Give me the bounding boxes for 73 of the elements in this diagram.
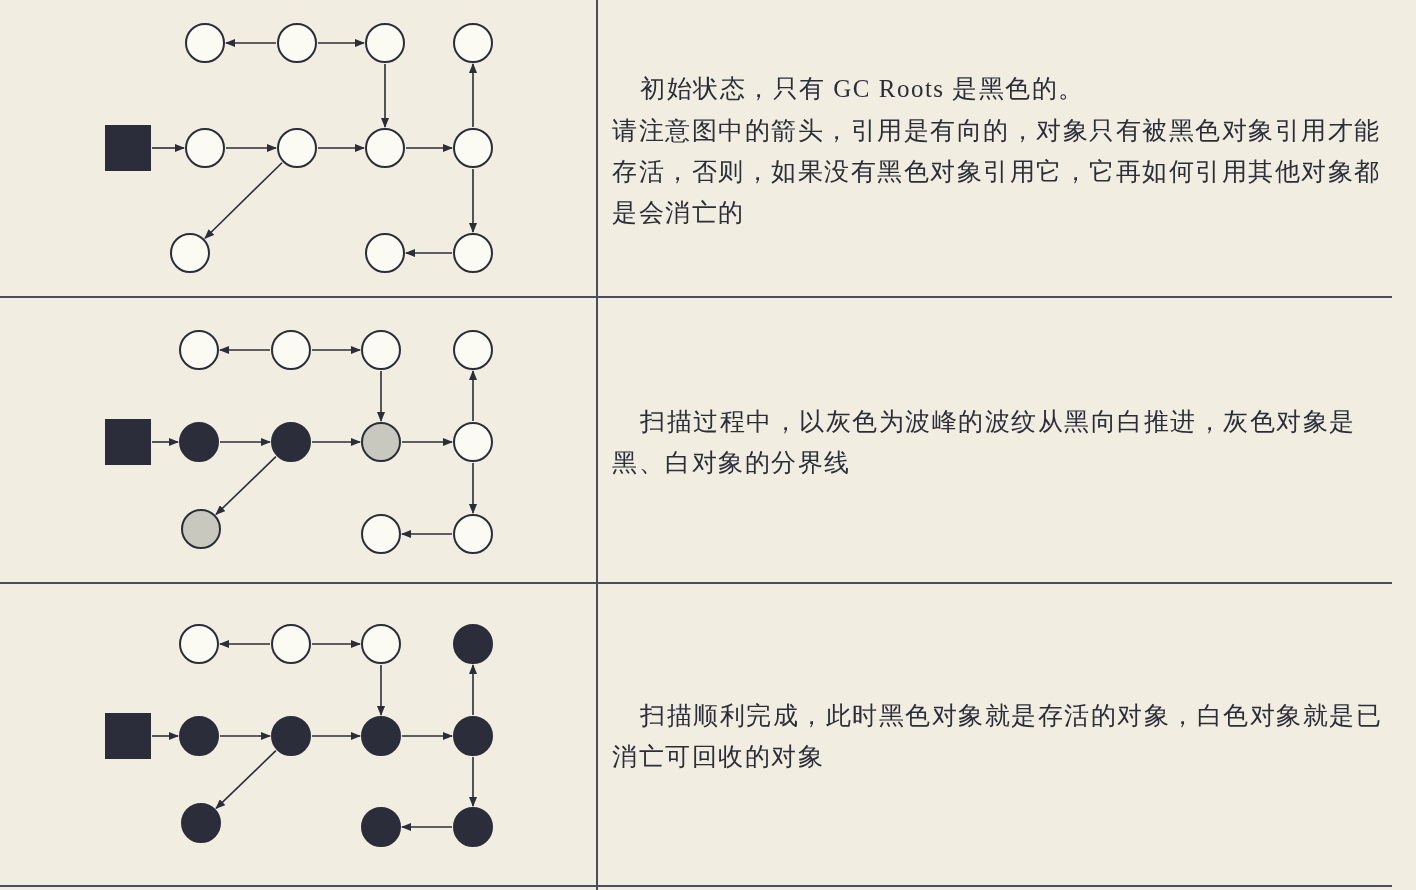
object-circle (453, 23, 493, 63)
object-circle (361, 624, 401, 664)
object-circle (170, 233, 210, 273)
arrow (225, 39, 277, 47)
object-circle (185, 23, 225, 63)
object-circle (365, 233, 405, 273)
object-circle (271, 330, 311, 370)
description-text: 请注意图中的箭头，引用是有向的，对象只有被黑色对象引用才能存活，否则，如果没有黑色对象引用它，它再如何引用其他对象都是会消亡的 (612, 116, 1382, 228)
arrow (469, 664, 477, 716)
arrow (219, 346, 271, 354)
arrow (377, 664, 385, 716)
object-circle (453, 807, 493, 847)
gc-root-square (105, 419, 151, 465)
arrow (405, 144, 453, 152)
object-circle (361, 514, 401, 554)
arrow (401, 438, 453, 446)
object-circle (361, 807, 401, 847)
object-circle (453, 330, 493, 370)
arrow (401, 530, 453, 538)
arrow (317, 39, 365, 47)
arrow (381, 63, 389, 128)
object-circle (453, 624, 493, 664)
arrow (219, 640, 271, 648)
object-circle (361, 330, 401, 370)
arrow (311, 640, 361, 648)
arrow (469, 168, 477, 233)
description-text: 初始状态，只有 GC Roots 是黑色的。 (639, 74, 1086, 104)
object-circle (179, 716, 219, 756)
arrow (469, 370, 477, 422)
arrow (215, 455, 277, 516)
arrow (405, 249, 453, 257)
arrow (317, 144, 365, 152)
arrow (401, 823, 453, 831)
arrow (469, 63, 477, 128)
description-text: 扫描过程中，以灰色为波峰的波纹从黑向白推进，灰色对象是黑、白对象的分界线 (612, 407, 1357, 478)
object-circle (179, 330, 219, 370)
arrow (151, 438, 179, 446)
object-circle (453, 128, 493, 168)
object-circle (453, 716, 493, 756)
object-circle (277, 128, 317, 168)
object-circle (361, 422, 401, 462)
arrow (204, 161, 283, 240)
arrow (215, 749, 277, 810)
arrow (469, 462, 477, 514)
object-circle (365, 128, 405, 168)
gc-root-square (105, 125, 151, 171)
object-circle (179, 624, 219, 664)
object-circle (185, 128, 225, 168)
arrow (151, 144, 185, 152)
arrow (219, 732, 271, 740)
arrow (311, 346, 361, 354)
gc-root-square (105, 713, 151, 759)
description-text: 扫描顺利完成，此时黑色对象就是存活的对象，白色对象就是已消亡可回收的对象 (612, 701, 1383, 772)
object-circle (181, 803, 221, 843)
object-circle (277, 23, 317, 63)
object-circle (271, 716, 311, 756)
arrow (225, 144, 277, 152)
object-circle (365, 23, 405, 63)
object-circle (361, 716, 401, 756)
object-circle (453, 422, 493, 462)
arrow (311, 438, 361, 446)
object-circle (271, 422, 311, 462)
object-circle (271, 624, 311, 664)
arrow (401, 732, 453, 740)
arrow (377, 370, 385, 422)
object-circle (181, 509, 221, 549)
object-circle (453, 233, 493, 273)
arrow (219, 438, 271, 446)
object-circle (453, 514, 493, 554)
object-circle (179, 422, 219, 462)
arrow (311, 732, 361, 740)
arrow (469, 756, 477, 807)
arrow (151, 732, 179, 740)
